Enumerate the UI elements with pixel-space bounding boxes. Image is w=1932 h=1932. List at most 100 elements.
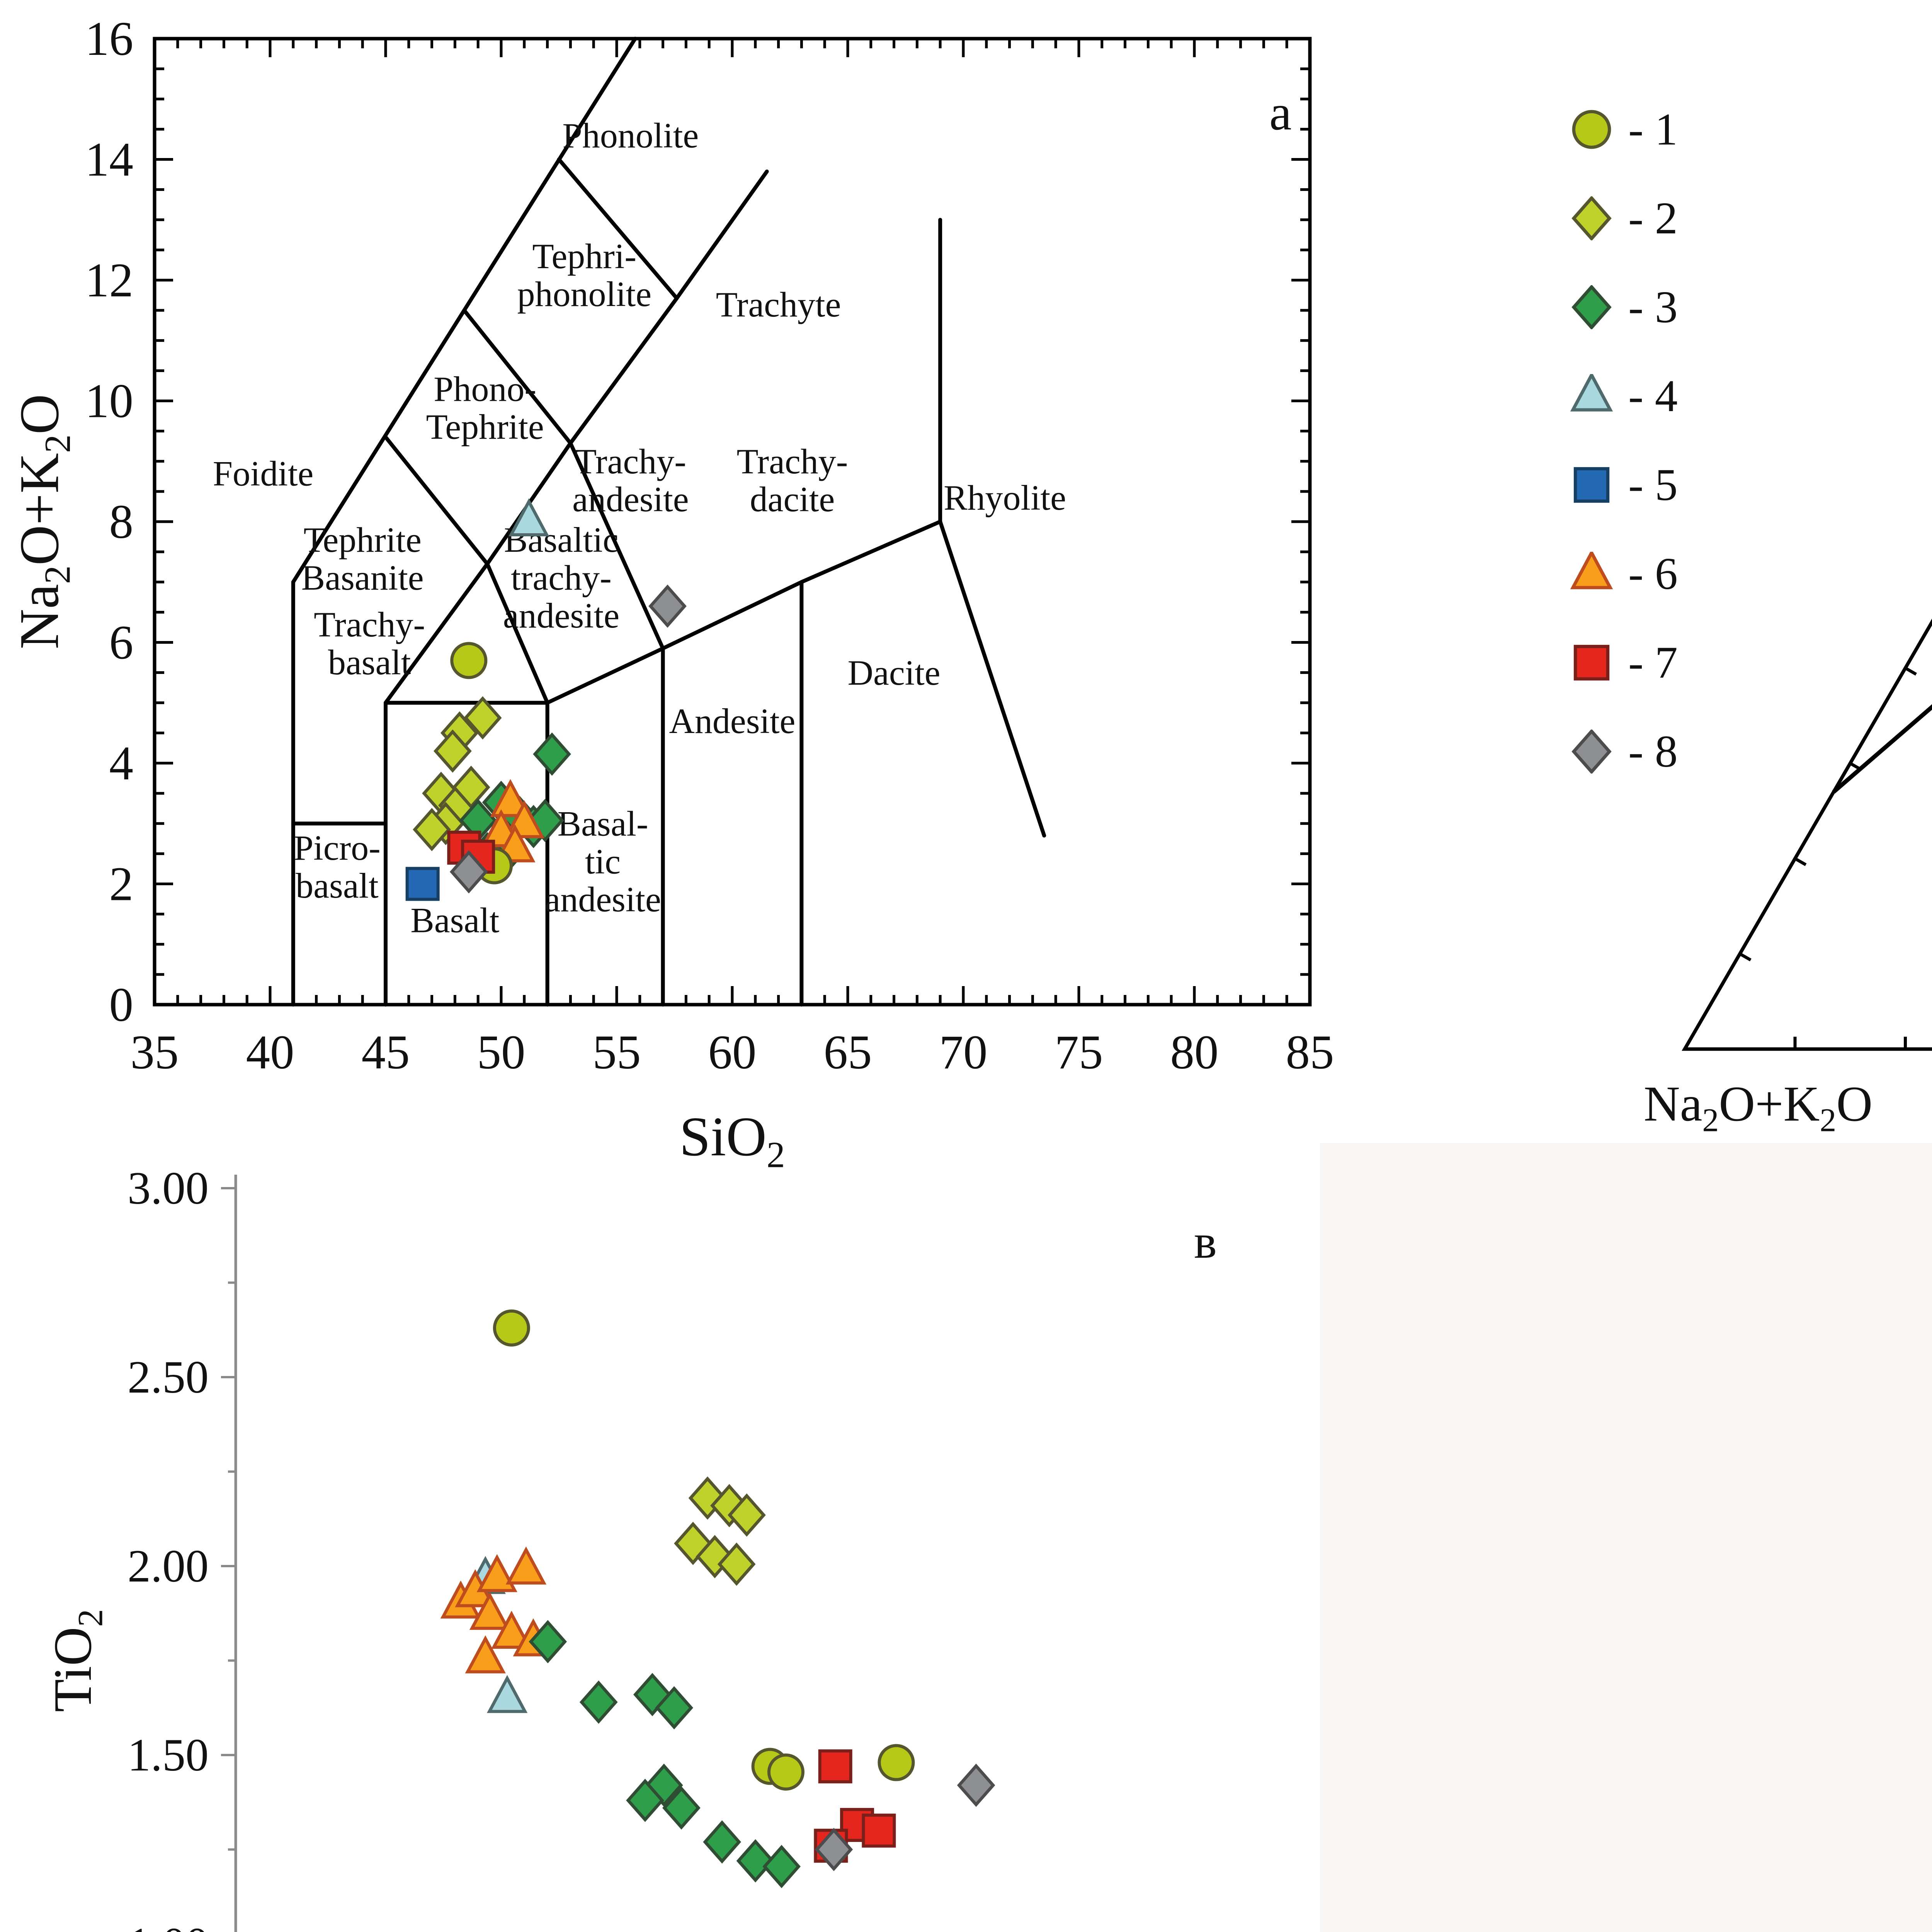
marker-series-6-triangle	[465, 1635, 506, 1673]
y-tick-label: 2	[109, 858, 134, 911]
y-tick-label: 12	[85, 254, 133, 307]
background-tint	[1320, 1143, 1932, 1932]
marker-series-7-square	[818, 1749, 852, 1784]
field-label: phonolite	[517, 274, 652, 314]
x-tick-label: 45	[362, 1026, 410, 1079]
field-label: Trachyte	[716, 285, 841, 324]
field-label: Dacite	[848, 653, 940, 692]
legend-marker-green-diamond	[1571, 285, 1612, 329]
legend-entry-4: - 4	[1570, 371, 1678, 421]
x-tick-label: 55	[593, 1026, 641, 1079]
marker-series-2-diamond	[710, 1484, 748, 1527]
y-tick-label: 10	[85, 375, 133, 428]
field-label: Basal-	[558, 804, 648, 844]
marker-series-6-triangle	[1570, 552, 1613, 589]
legend-entry-1: - 1	[1570, 107, 1678, 152]
legend-entry-6: - 6	[1570, 548, 1678, 599]
x-tick-label: 35	[131, 1026, 179, 1079]
y-tick-label: 0	[109, 978, 134, 1032]
marker-series-8-diamond	[815, 1828, 853, 1871]
marker-series-8-diamond	[449, 850, 488, 894]
field-label: Phono-	[434, 369, 536, 409]
field-label: Rhyolite	[944, 478, 1066, 517]
field-label: basalt	[328, 643, 411, 682]
x-tick-label: 65	[824, 1026, 872, 1079]
marker-series-2-diamond	[463, 696, 502, 740]
ternary-frame	[1682, 618, 1932, 1051]
legend-label: - 8	[1628, 726, 1678, 777]
field-label: Andesite	[669, 701, 795, 741]
legend-marker-orange-triangle	[1570, 552, 1613, 589]
marker-series-5-square	[1573, 467, 1610, 503]
y-tick-label: 2.50	[128, 1351, 209, 1403]
marker-series-3-diamond	[762, 1845, 801, 1888]
marker-series-3-diamond	[1571, 285, 1612, 329]
field-label: andesite	[572, 480, 689, 519]
left-vertex-label: Na2O+K2O	[1644, 1076, 1872, 1139]
marker-series-6-triangle	[490, 779, 531, 817]
marker-series-7-square	[862, 1813, 896, 1848]
field-boundary	[384, 435, 490, 566]
field-label: Basanite	[301, 558, 424, 597]
legend-label: - 6	[1628, 548, 1678, 599]
field-label: Trachy-	[737, 442, 848, 481]
marker-series-4-triangle	[1570, 374, 1613, 412]
legend-marker-circle	[1572, 110, 1611, 149]
x-tick-label: 85	[1286, 1026, 1334, 1079]
y-tick-label: 3.00	[128, 1162, 209, 1214]
marker-series-7-square	[1573, 645, 1610, 681]
field-boundary	[384, 562, 490, 705]
marker-series-3-diamond	[533, 732, 571, 776]
marker-series-2-diamond	[696, 1535, 734, 1578]
marker-series-2-diamond	[452, 765, 490, 809]
legend: - 1 - 2 - 3 - 4 - 5 - 6 - 7 - 8	[1570, 107, 1678, 774]
tas-ticks	[153, 37, 1311, 1006]
legend-label: - 3	[1628, 282, 1678, 332]
field-label: andesite	[544, 880, 661, 919]
field-label: Trachy-	[575, 442, 686, 481]
marker-series-3-diamond	[655, 1686, 693, 1730]
x-axis-title: SiO2	[679, 1106, 785, 1175]
field-boundary	[568, 441, 665, 651]
legend-label: - 7	[1628, 637, 1678, 688]
marker-series-2-diamond	[434, 729, 472, 773]
marker-series-4-triangle	[486, 1675, 528, 1713]
field-boundary	[462, 308, 573, 445]
marker-series-3-diamond	[662, 1786, 701, 1830]
y-tick-label: 4	[109, 737, 134, 790]
field-label: Picro-	[294, 828, 381, 867]
field-boundary	[661, 580, 804, 651]
field-boundary	[568, 296, 679, 445]
legend-entry-2: - 2	[1570, 196, 1678, 241]
legend-label: - 5	[1628, 459, 1678, 510]
marker-series-6-triangle	[469, 1592, 510, 1630]
marker-series-6-triangle	[491, 1611, 532, 1649]
legend-label: - 4	[1628, 371, 1678, 421]
marker-series-6-triangle	[476, 1554, 517, 1592]
marker-series-1-circle	[1572, 110, 1611, 149]
x-tick-label: 80	[1170, 1026, 1219, 1079]
marker-series-3-diamond	[529, 1620, 567, 1663]
y-tick-label: 16	[85, 12, 133, 66]
marker-series-6-triangle	[505, 1546, 547, 1585]
field-label: tic	[585, 842, 621, 881]
legend-marker-yellowgreen-diamond	[1571, 196, 1612, 240]
marker-series-2-diamond	[413, 808, 451, 851]
panel-letter-a: a	[1269, 85, 1292, 141]
field-label: Tephrite	[426, 407, 544, 447]
y-tick-label: 8	[109, 495, 134, 549]
field-label: Phonolite	[563, 116, 699, 155]
field-label: Tephri-	[532, 236, 636, 276]
marker-series-3-diamond	[703, 1820, 741, 1864]
marker-series-5-square	[405, 867, 440, 901]
legend-marker-cyan-triangle	[1570, 374, 1613, 412]
legend-entry-5: - 5	[1570, 459, 1678, 510]
y-axis-title: TiO2	[43, 1609, 110, 1712]
field-label: Trachy-	[314, 605, 425, 644]
y-tick-label: 1.50	[128, 1729, 209, 1781]
marker-series-4-triangle	[509, 498, 549, 536]
marker-series-8-diamond	[957, 1764, 995, 1807]
field-label: Tephrite	[304, 520, 422, 560]
marker-series-1-circle	[767, 1753, 804, 1791]
